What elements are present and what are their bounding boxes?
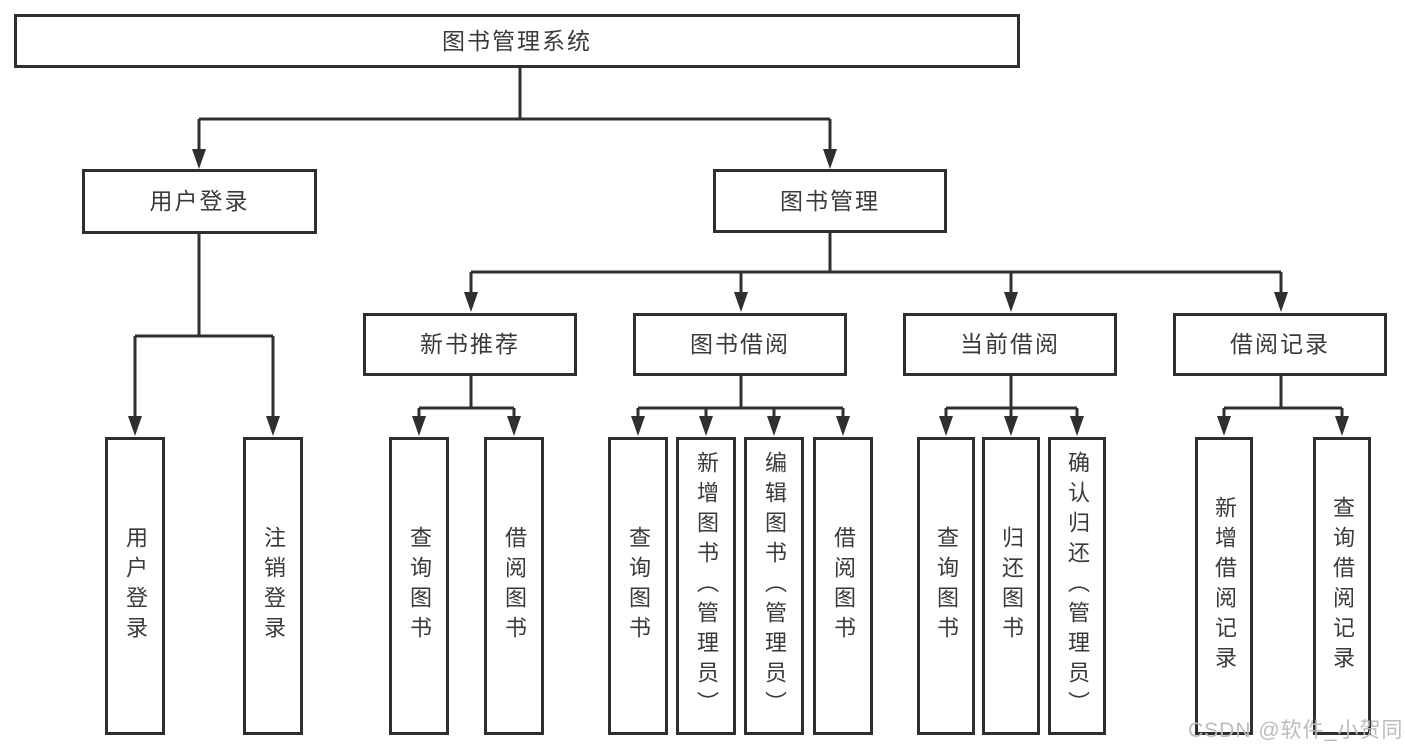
- node-current-borrow-label: 当前借阅: [960, 331, 1060, 357]
- leaf-add-book-admin: 新增图书（管理员）: [676, 437, 736, 735]
- leaf-logout-label: 注销登录: [261, 526, 286, 646]
- leaf-return-book-label: 归还图书: [999, 526, 1024, 646]
- leaf-logout: 注销登录: [243, 437, 303, 735]
- node-book-borrow: 图书借阅: [633, 313, 847, 376]
- node-book-borrow-label: 图书借阅: [690, 331, 790, 357]
- leaf-query-book-3-label: 查询图书: [934, 526, 959, 646]
- leaf-query-book-2-label: 查询图书: [626, 526, 651, 646]
- leaf-query-borrow-record-label: 查询借阅记录: [1330, 496, 1355, 676]
- leaf-edit-book-admin: 编辑图书（管理员）: [744, 437, 804, 735]
- node-user-login: 用户登录: [82, 169, 317, 234]
- leaf-borrow-book-1: 借阅图书: [484, 437, 544, 735]
- node-user-login-label: 用户登录: [149, 188, 250, 214]
- csdn-watermark: CSDN @软件_小贺同学: [1188, 719, 1405, 742]
- leaf-add-borrow-record: 新增借阅记录: [1195, 437, 1253, 735]
- leaf-query-book-2: 查询图书: [608, 437, 668, 735]
- node-new-book-recommend: 新书推荐: [363, 313, 577, 376]
- node-borrow-record-label: 借阅记录: [1230, 331, 1330, 357]
- leaf-borrow-book-2-label: 借阅图书: [831, 526, 856, 646]
- node-borrow-record: 借阅记录: [1173, 313, 1387, 376]
- leaf-add-borrow-record-label: 新增借阅记录: [1212, 496, 1237, 676]
- leaf-user-login-label: 用户登录: [123, 526, 148, 646]
- leaf-borrow-book-2: 借阅图书: [813, 437, 873, 735]
- leaf-borrow-book-1-label: 借阅图书: [502, 526, 527, 646]
- leaf-confirm-return-admin-label: 确认归还（管理员）: [1065, 451, 1090, 721]
- leaf-query-book-1-label: 查询图书: [407, 526, 432, 646]
- node-root-label: 图书管理系统: [442, 27, 592, 54]
- leaf-add-book-admin-label: 新增图书（管理员）: [694, 451, 719, 721]
- node-root-system: 图书管理系统: [14, 14, 1020, 68]
- node-book-management: 图书管理: [713, 169, 947, 233]
- node-current-borrow: 当前借阅: [903, 313, 1117, 376]
- leaf-query-book-3: 查询图书: [917, 437, 975, 735]
- leaf-confirm-return-admin: 确认归还（管理员）: [1048, 437, 1106, 735]
- leaf-edit-book-admin-label: 编辑图书（管理员）: [762, 451, 787, 721]
- leaf-query-borrow-record: 查询借阅记录: [1313, 437, 1371, 735]
- node-new-book-recommend-label: 新书推荐: [420, 331, 520, 357]
- leaf-query-book-1: 查询图书: [389, 437, 449, 735]
- leaf-user-login: 用户登录: [105, 437, 165, 735]
- leaf-return-book: 归还图书: [982, 437, 1040, 735]
- node-book-management-label: 图书管理: [780, 187, 880, 214]
